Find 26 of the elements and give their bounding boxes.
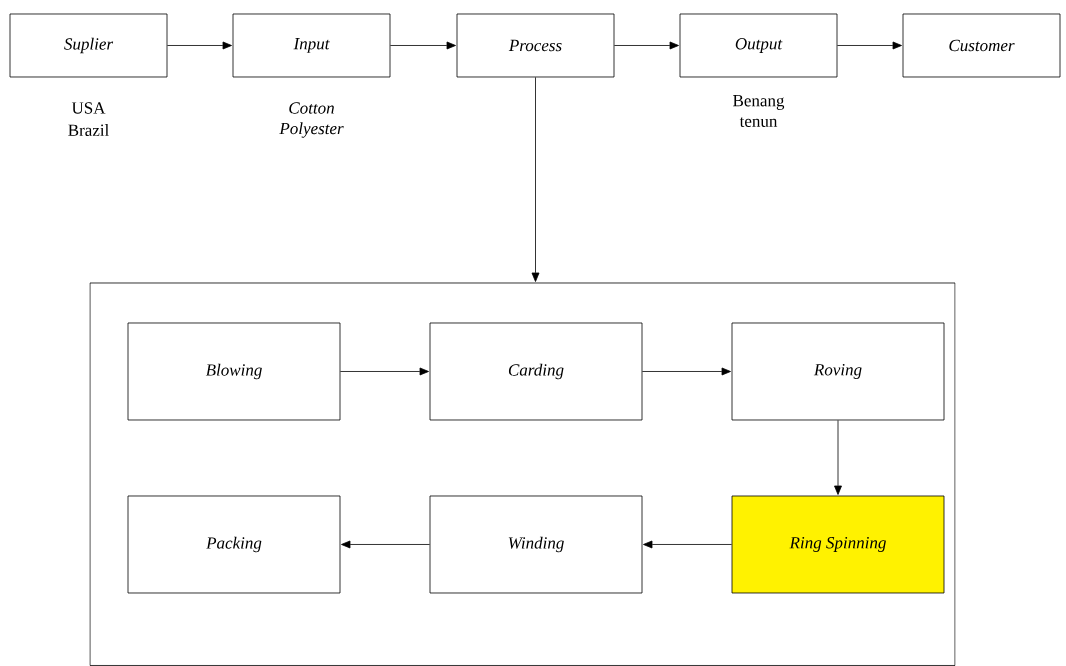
- arrow: [167, 41, 232, 50]
- arrow: [834, 420, 842, 495]
- process-box: Roving: [731, 322, 945, 421]
- beside-text: Benang tenun: [733, 95, 785, 127]
- process-box: Input: [232, 13, 391, 78]
- arrow: [614, 41, 679, 50]
- beside-text: Polyester: [279, 122, 344, 138]
- arrow: [340, 367, 429, 376]
- process-box: Suplier: [9, 13, 168, 78]
- process-box: Blowing: [127, 322, 341, 421]
- beside-text: Cotton: [289, 102, 334, 114]
- arrow: [390, 41, 456, 50]
- arrow: [643, 540, 732, 549]
- arrow: [341, 540, 430, 549]
- arrow: [531, 77, 540, 282]
- arrow: [642, 367, 731, 376]
- beside-text: USA: [71, 102, 106, 114]
- process-box: Carding: [429, 322, 643, 421]
- process-box: Winding: [429, 495, 643, 594]
- process-box: Process: [456, 13, 615, 78]
- arrow: [837, 41, 902, 50]
- process-box: Customer: [902, 13, 1061, 78]
- process-box: Ring Spinning: [731, 495, 945, 594]
- beside-text: Brazil: [68, 124, 109, 136]
- process-box: Output: [679, 13, 838, 78]
- process-box: Packing: [127, 495, 341, 594]
